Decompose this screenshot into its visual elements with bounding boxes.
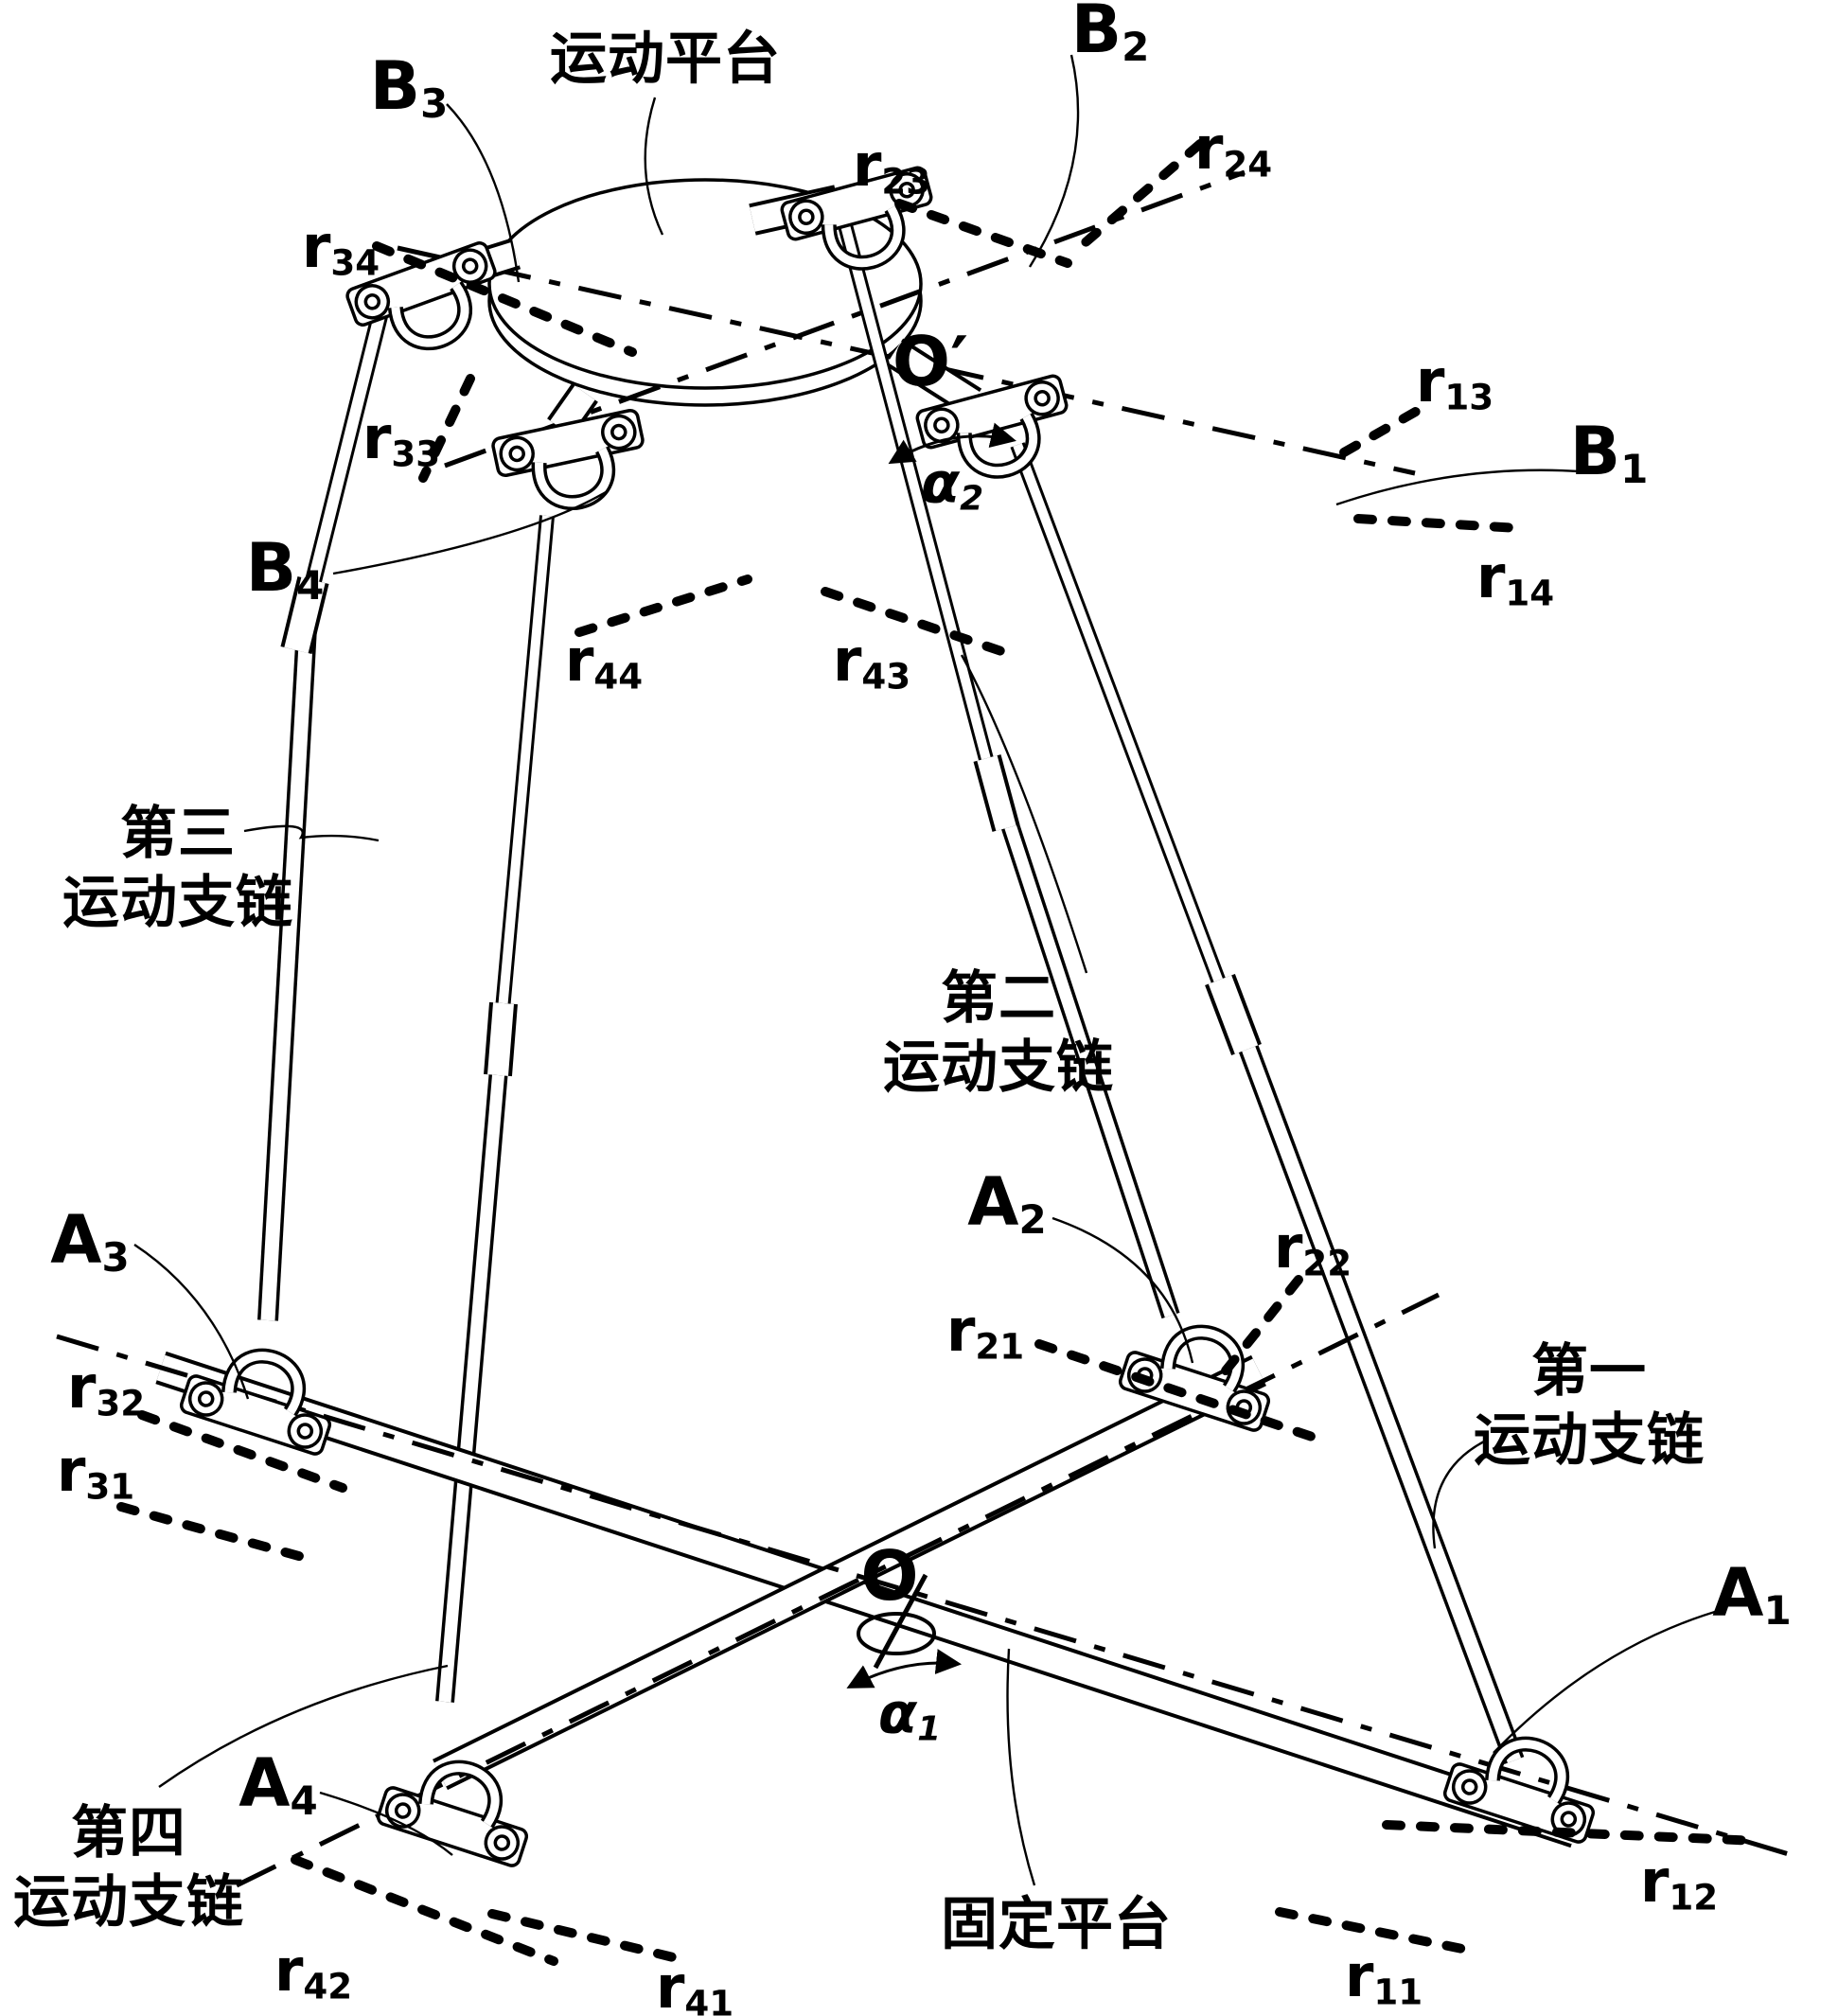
- kinematic-chain-4-leg: [435, 515, 555, 1703]
- joint-axis-dotted-lines: [116, 139, 1763, 1966]
- kinematic-chain-3-leg: [257, 309, 389, 1321]
- kinematic-chain-2-leg: [838, 222, 1180, 1319]
- kinematic-chain-1-leg: [1010, 442, 1525, 1764]
- alpha1-rotation-arrow: [846, 1649, 963, 1689]
- joint-A4: [377, 1747, 541, 1868]
- fixed-platform-rails: [155, 1351, 1582, 1848]
- joint-B4: [492, 409, 653, 517]
- platform-center-axes: [397, 169, 1416, 476]
- alpha2-rotation-arrow: [888, 422, 1016, 465]
- label-leader-lines: [133, 54, 1725, 1886]
